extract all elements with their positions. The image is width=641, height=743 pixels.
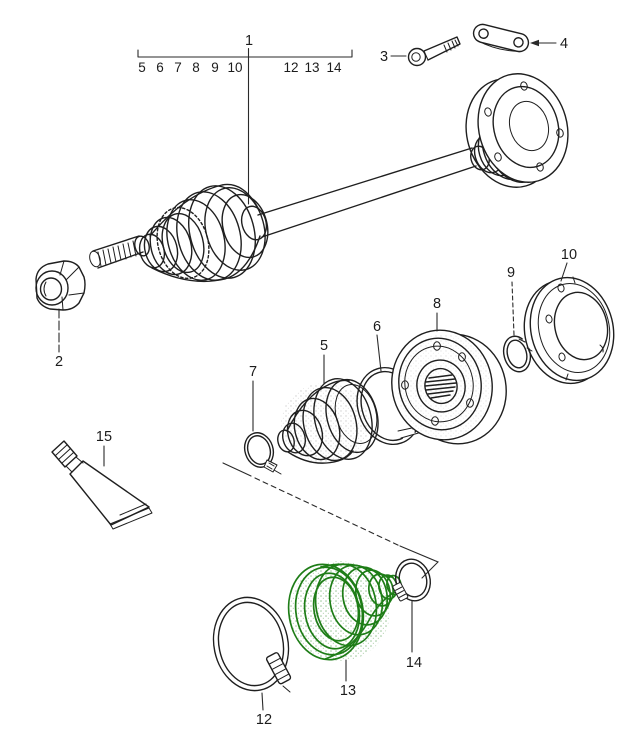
bracket-number-9: 9 xyxy=(211,60,219,75)
callout-label-2: 2 xyxy=(55,354,63,370)
callout-label-13: 13 xyxy=(340,683,356,699)
band-gap xyxy=(399,426,416,441)
part-15-lubricant-tube: 15 xyxy=(51,429,153,530)
callout-9-leader-line xyxy=(511,281,515,336)
bracket-number-6: 6 xyxy=(156,60,164,75)
clamp-14-worm-screw-housing xyxy=(392,582,409,602)
joint-8-spline-hatch xyxy=(424,374,457,399)
callout-4-arrowhead xyxy=(530,39,539,47)
callout-label-14: 14 xyxy=(406,655,422,671)
clamp-12-worm-screw-housing xyxy=(265,652,292,685)
part-3-bolt: 3 xyxy=(380,36,461,67)
drive-shaft-assembly xyxy=(89,73,569,283)
bracket-numbers-left: 5 6 7 8 9 10 xyxy=(138,60,242,75)
inboard-cv-joint-flange xyxy=(465,73,569,188)
part-12-large-hose-clamp: 12 xyxy=(212,596,292,728)
boot-5-stipple-texture xyxy=(281,383,369,463)
assembly-callout-bracket: 1 5 6 7 8 9 10 12 13 14 xyxy=(137,33,353,205)
joint-8-bolt-holes xyxy=(401,341,474,426)
part-10-cover-plate: 10 xyxy=(523,247,615,385)
callout-label-12: 12 xyxy=(256,712,272,728)
callout-12-leader-line xyxy=(261,692,264,711)
part-4-lock-plate: 4 xyxy=(472,23,568,53)
part-7-hose-clamp: 7 xyxy=(243,364,282,475)
callout-label-8: 8 xyxy=(433,296,441,312)
callout-label-5: 5 xyxy=(320,338,328,354)
part-13-cv-boot-highlighted: 13 xyxy=(287,561,402,699)
bracket-number-12: 12 xyxy=(283,60,298,75)
callout-10-leader-line xyxy=(560,262,568,282)
callout-label-6: 6 xyxy=(373,319,381,335)
part-5-cv-boot: 5 xyxy=(277,338,379,464)
bracket-number-7: 7 xyxy=(174,60,182,75)
stub-axle-splines xyxy=(89,235,150,269)
part-8-cv-joint: 8 xyxy=(391,296,507,445)
detail-connector-line xyxy=(222,462,439,579)
boot-13-stipple-texture xyxy=(290,561,390,661)
part-14-hose-clamp: 14 xyxy=(392,558,431,671)
callout-label-15: 15 xyxy=(96,429,112,445)
callout-6-leader-line xyxy=(376,334,382,372)
callout-label-9: 9 xyxy=(507,265,515,281)
bracket-line xyxy=(137,49,353,58)
axle-shaft-tube xyxy=(257,147,477,238)
callout-label-4: 4 xyxy=(560,36,568,52)
bracket-number-10: 10 xyxy=(227,60,242,75)
bracket-number-13: 13 xyxy=(304,60,319,75)
flange-bolt-holes xyxy=(484,81,564,172)
callout-label-3: 3 xyxy=(380,49,388,65)
bracket-numbers-right: 12 13 14 xyxy=(283,60,342,75)
joint-8-stipple-texture xyxy=(397,334,491,438)
callout-label-7: 7 xyxy=(249,364,257,380)
part-2-hex-nut: 2 xyxy=(35,260,86,370)
part-9-snap-ring: 9 xyxy=(502,265,534,373)
plate-10-slots xyxy=(545,276,604,381)
bracket-number-14: 14 xyxy=(326,60,342,75)
bracket-number-5: 5 xyxy=(138,60,146,75)
outboard-cv-joint xyxy=(138,183,269,283)
callout-label-1: 1 xyxy=(245,33,253,49)
bracket-number-8: 8 xyxy=(192,60,200,75)
callout-label-10: 10 xyxy=(561,247,577,263)
